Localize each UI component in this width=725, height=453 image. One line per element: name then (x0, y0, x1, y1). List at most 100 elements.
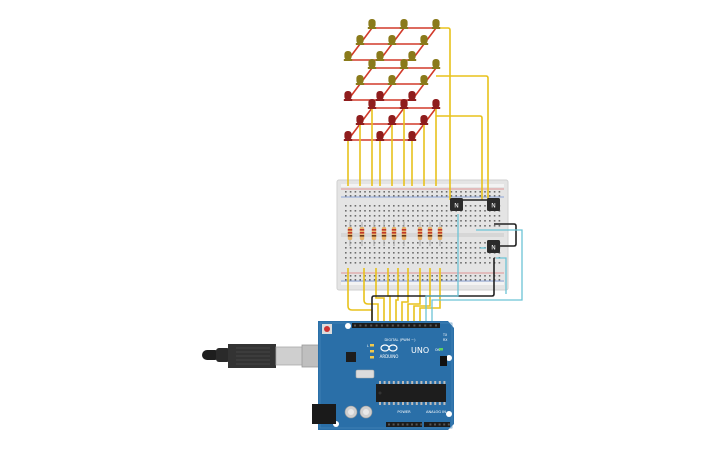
led[interactable] (375, 91, 385, 101)
digital-header[interactable] (352, 323, 440, 328)
breadboard-hole (393, 215, 395, 217)
header-pin[interactable] (354, 324, 356, 327)
breadboard-hole (474, 220, 477, 222)
led[interactable] (343, 91, 353, 101)
breadboard-hole (359, 215, 361, 217)
led[interactable] (431, 19, 441, 29)
header-pin[interactable] (411, 423, 413, 426)
resistor[interactable] (371, 222, 377, 246)
header-pin[interactable] (391, 324, 394, 327)
resistor[interactable] (401, 222, 407, 246)
led[interactable] (407, 91, 417, 101)
header-pin[interactable] (447, 423, 450, 426)
header-pin[interactable] (392, 423, 395, 426)
header-pin[interactable] (438, 423, 441, 426)
breadboard-hole (369, 279, 371, 281)
breadboard-hole (445, 215, 448, 217)
breadboard-hole (373, 275, 376, 277)
header-pin[interactable] (408, 324, 410, 327)
led[interactable] (431, 59, 441, 69)
led[interactable] (355, 35, 365, 45)
resistor[interactable] (427, 222, 433, 246)
resistor[interactable] (437, 222, 443, 246)
breadboard-hole (455, 220, 457, 222)
header-pin[interactable] (397, 324, 400, 327)
header-pin[interactable] (364, 324, 367, 327)
led-cube[interactable] (343, 19, 441, 141)
breadboard-hole (345, 205, 347, 207)
led[interactable] (399, 19, 409, 29)
cyan-wires[interactable] (425, 214, 523, 322)
usb-cable[interactable] (202, 344, 335, 368)
header-pin[interactable] (401, 423, 404, 426)
breadboard-hole (369, 257, 371, 259)
transistor-2[interactable]: N (487, 198, 500, 211)
led[interactable] (407, 131, 417, 141)
led[interactable] (343, 131, 353, 141)
breadboard-hole (436, 252, 438, 254)
header-pin[interactable] (386, 324, 389, 327)
yellow-wires[interactable] (347, 27, 489, 322)
header-pin[interactable] (413, 324, 416, 327)
led[interactable] (387, 115, 397, 125)
breadboard-hole (402, 220, 405, 222)
breadboard-hole (431, 205, 433, 207)
resistor[interactable] (347, 222, 353, 246)
breadboard-hole (445, 262, 448, 264)
header-pin[interactable] (359, 324, 362, 327)
led[interactable] (355, 115, 365, 125)
led[interactable] (399, 59, 409, 69)
header-pin[interactable] (420, 423, 423, 426)
breadboard-hole (445, 225, 448, 227)
header-pin[interactable] (424, 324, 427, 327)
header-pin[interactable] (435, 324, 437, 327)
header-pin[interactable] (375, 324, 378, 327)
breadboard-hole (479, 262, 481, 264)
breadboard-hole (345, 275, 347, 277)
resistor[interactable] (391, 222, 397, 246)
reset-button[interactable] (322, 324, 332, 334)
breadboard-hole (378, 242, 381, 244)
header-pin[interactable] (418, 324, 421, 327)
header-pin[interactable] (397, 423, 400, 426)
led[interactable] (399, 99, 409, 109)
resistor[interactable] (417, 222, 423, 246)
led[interactable] (375, 51, 385, 61)
breadboard-hole (474, 242, 477, 244)
breadboard-hole (407, 205, 409, 207)
header-pin[interactable] (388, 423, 390, 426)
breadboard-hole (421, 220, 424, 222)
led[interactable] (407, 51, 417, 61)
transistor-1[interactable]: N (450, 198, 463, 211)
led[interactable] (343, 51, 353, 61)
led[interactable] (367, 59, 377, 69)
header-pin[interactable] (406, 423, 409, 426)
led[interactable] (419, 75, 429, 85)
led[interactable] (419, 115, 429, 125)
led[interactable] (387, 35, 397, 45)
header-pin[interactable] (402, 324, 405, 327)
resistor[interactable] (359, 222, 365, 246)
led[interactable] (375, 131, 385, 141)
breadboard-hole (369, 191, 371, 193)
led[interactable] (387, 75, 397, 85)
led[interactable] (431, 99, 441, 109)
header-pin[interactable] (429, 324, 432, 327)
header-pin[interactable] (370, 324, 373, 327)
header-pin[interactable] (381, 324, 383, 327)
transistor-3[interactable]: N (487, 240, 500, 253)
led[interactable] (367, 19, 377, 29)
resistor[interactable] (381, 222, 387, 246)
header-pin[interactable] (415, 423, 418, 426)
header-pin[interactable] (443, 423, 446, 426)
power-jack[interactable] (312, 404, 336, 424)
power-analog-header[interactable] (386, 422, 450, 427)
header-pin[interactable] (429, 423, 432, 426)
header-pin[interactable] (434, 423, 436, 426)
arduino-uno-board[interactable]: DIGITAL (PWM ~) TX RX ARDUINO UNO L ON (312, 321, 454, 430)
led[interactable] (355, 75, 365, 85)
led[interactable] (367, 99, 377, 109)
led[interactable] (419, 35, 429, 45)
breadboard[interactable] (336, 179, 509, 291)
